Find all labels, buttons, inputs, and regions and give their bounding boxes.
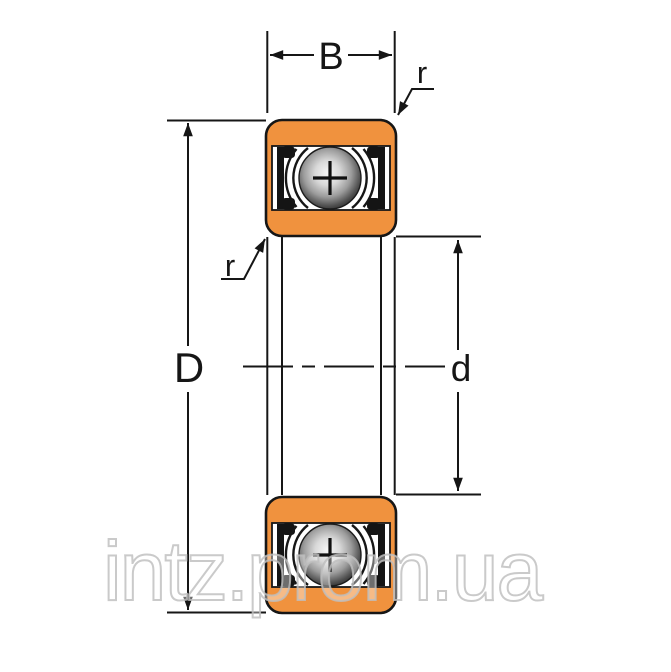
label-r-top: r <box>417 55 427 90</box>
top-bearing-section <box>264 118 398 238</box>
label-r-bottom: r <box>225 248 235 283</box>
dimension-D: D <box>167 119 266 614</box>
dimension-d: d <box>396 235 481 496</box>
dimension-B: B <box>266 31 396 113</box>
callout-r-top: r <box>397 55 434 116</box>
label-d: d <box>451 348 472 389</box>
label-B: B <box>318 36 343 78</box>
label-D: D <box>174 344 204 391</box>
callout-r-bottom: r <box>221 238 266 283</box>
bottom-bearing-section <box>264 495 398 615</box>
